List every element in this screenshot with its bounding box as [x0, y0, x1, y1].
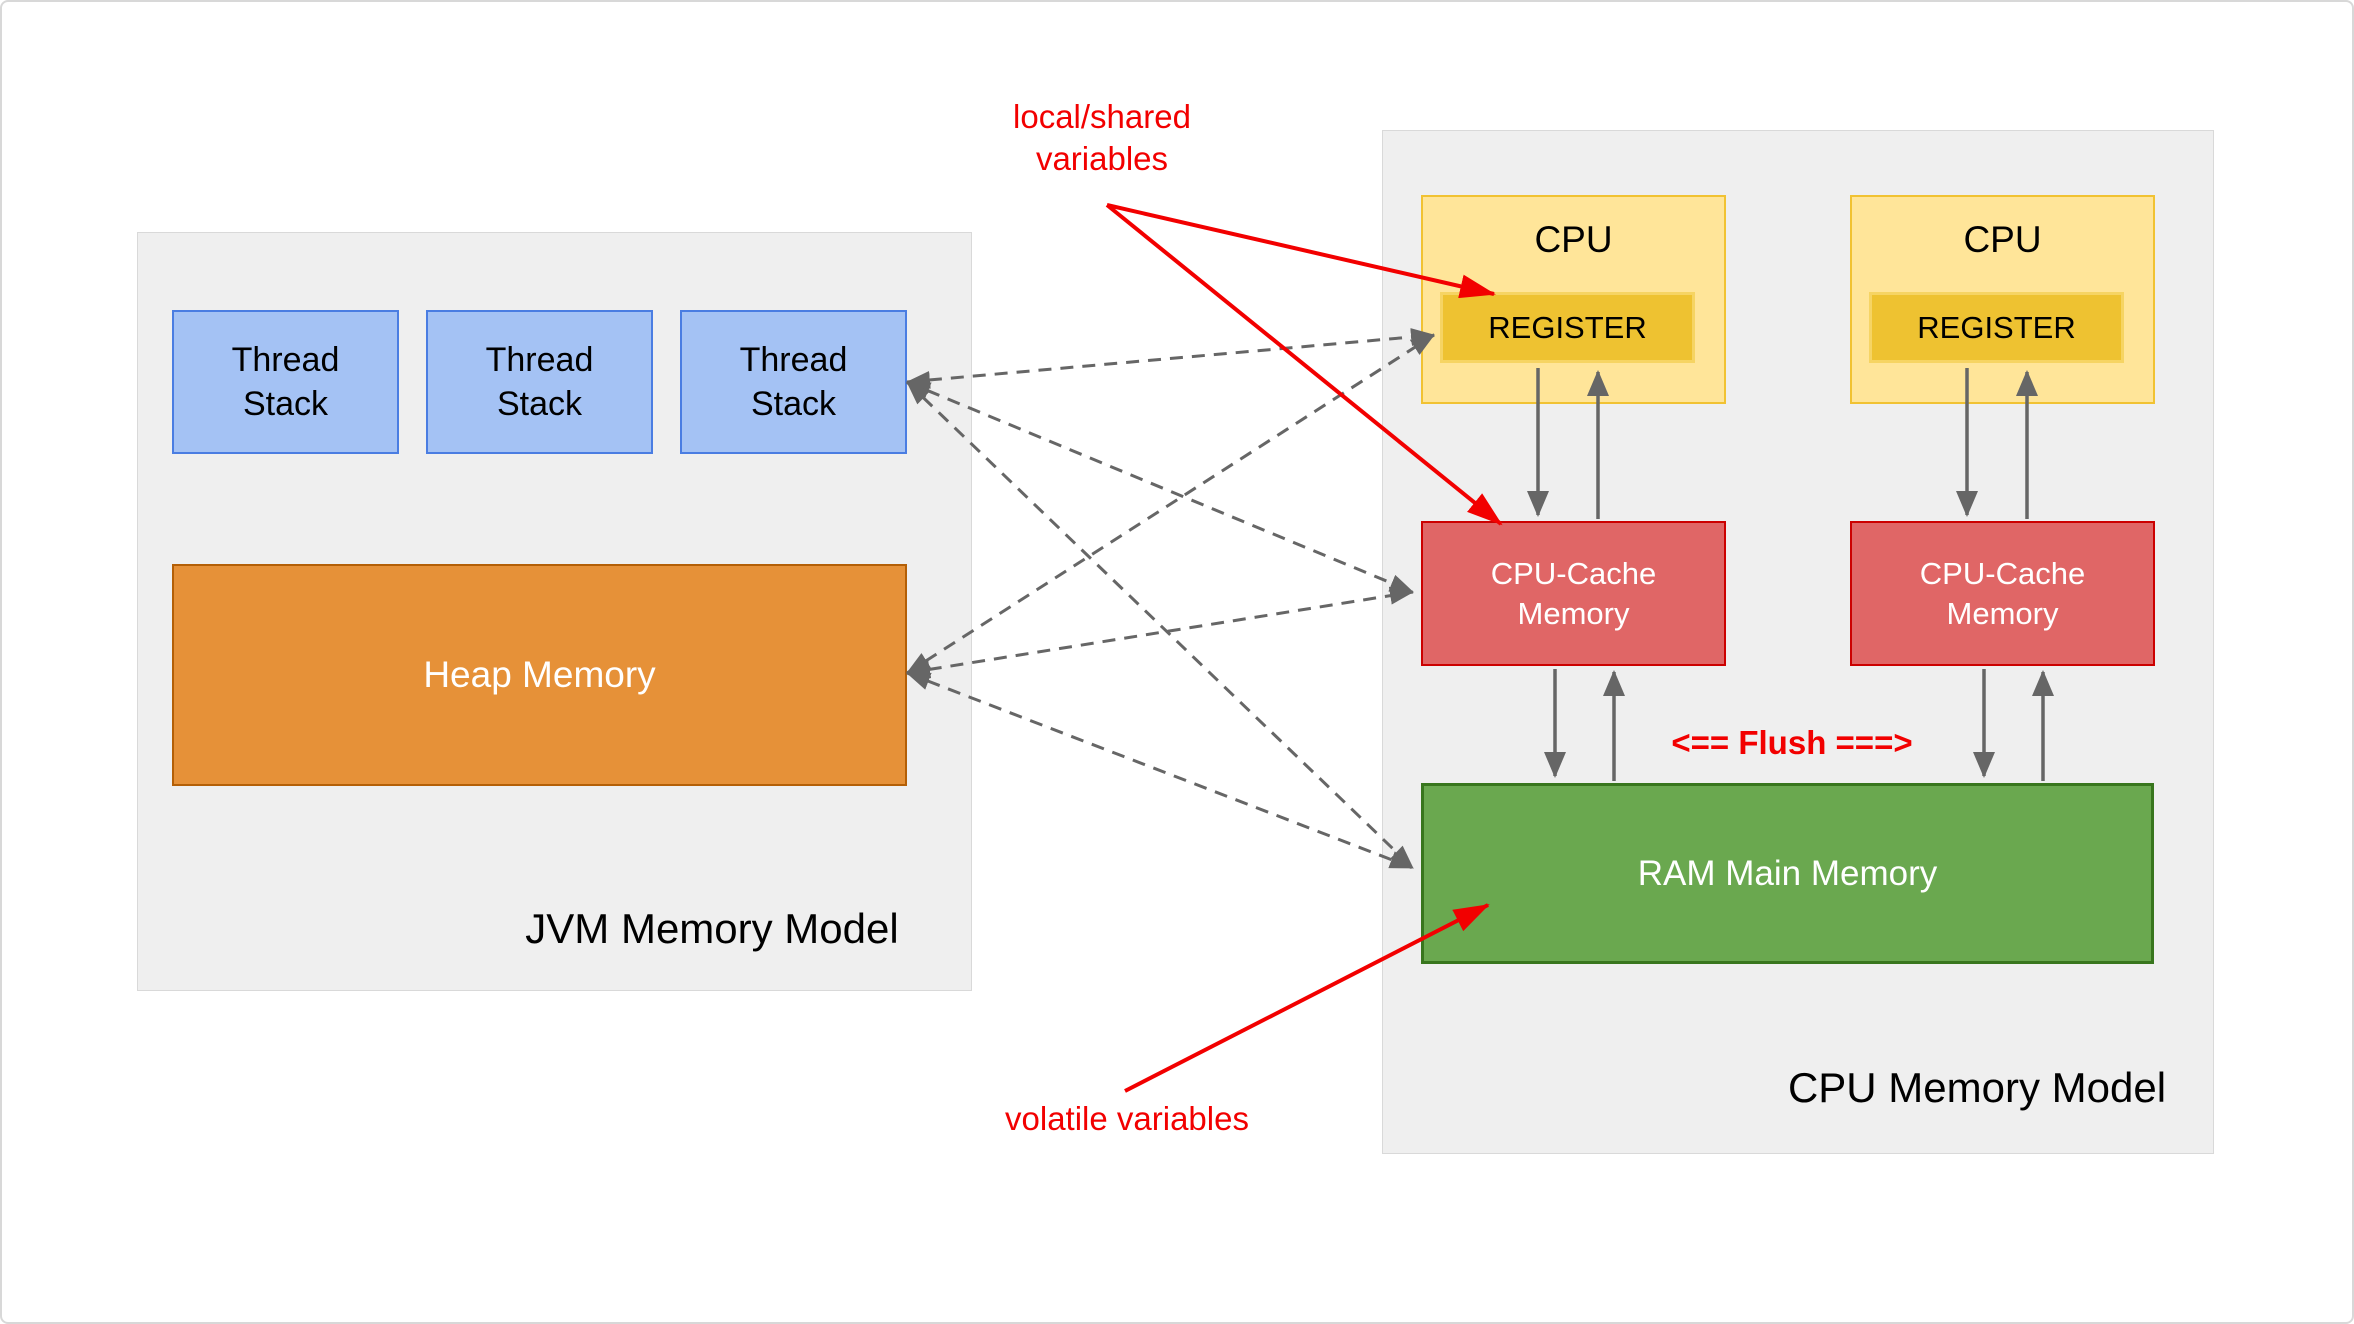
- ram-main-memory-label: RAM Main Memory: [1637, 853, 1938, 893]
- cpu-2-label: CPU: [1963, 219, 2042, 260]
- cpu-box-1: CPU REGISTER: [1421, 195, 1726, 404]
- register-box-1: REGISTER: [1440, 292, 1695, 363]
- local-shared-line1: local/shared: [1013, 98, 1191, 135]
- dashed-arrow-heap-register: [906, 333, 1435, 675]
- thread-stack-3-label-line1: Thread: [739, 341, 848, 379]
- volatile-variables-annotation: volatile variables: [1005, 1100, 1249, 1137]
- local-shared-line2: variables: [1035, 140, 1169, 177]
- heap-memory-box: Heap Memory: [172, 564, 907, 786]
- thread-stack-box-3: Thread Stack: [680, 310, 907, 454]
- cpu-panel-title: CPU Memory Model: [1787, 1064, 2167, 1111]
- dashed-arrow-stack-register: [906, 328, 1435, 389]
- thread-stack-2-label-line2: Stack: [496, 385, 583, 423]
- cpu-box-2: CPU REGISTER: [1850, 195, 2155, 404]
- cpu-cache-1-label-line1: CPU-Cache: [1490, 555, 1657, 591]
- cpu-1-label: CPU: [1534, 219, 1613, 260]
- thread-stack-1-label-line2: Stack: [242, 385, 329, 423]
- cpu-cache-box-1: CPU-Cache Memory: [1421, 521, 1726, 666]
- ram-main-memory-box: RAM Main Memory: [1421, 783, 2154, 964]
- thread-stack-1-label-line1: Thread: [231, 341, 340, 379]
- dashed-arrow-heap-ram: [906, 671, 1414, 870]
- jvm-panel-title: JVM Memory Model: [525, 905, 899, 952]
- local-shared-variables-annotation: local/shared variables: [937, 96, 1267, 180]
- register-1-label: REGISTER: [1488, 309, 1647, 345]
- thread-stack-2-label-line1: Thread: [485, 341, 594, 379]
- cpu-cache-2-label-line1: CPU-Cache: [1919, 555, 2086, 591]
- dashed-arrow-stack-cache: [906, 380, 1414, 594]
- flush-annotation: <== Flush ===>: [1671, 724, 1913, 761]
- thread-stack-box-2: Thread Stack: [426, 310, 653, 454]
- cpu-cache-box-2: CPU-Cache Memory: [1850, 521, 2155, 666]
- dashed-arrow-heap-cache: [906, 586, 1414, 679]
- heap-memory-label: Heap Memory: [423, 654, 656, 695]
- cpu-cache-1-label-line2: Memory: [1517, 595, 1630, 631]
- register-2-label: REGISTER: [1917, 309, 2076, 345]
- thread-stack-3-label-line2: Stack: [750, 385, 837, 423]
- register-box-2: REGISTER: [1869, 292, 2124, 363]
- dashed-arrow-stack-ram: [905, 380, 1415, 870]
- cpu-cache-2-label-line2: Memory: [1946, 595, 2059, 631]
- thread-stack-box-1: Thread Stack: [172, 310, 399, 454]
